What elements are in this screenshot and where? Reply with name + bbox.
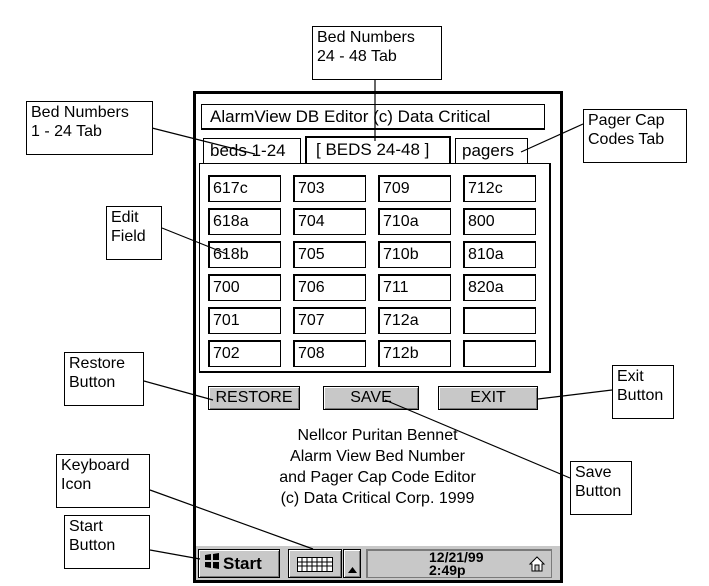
callout-edit-field: Edit Field	[106, 206, 162, 260]
callout-exit-button: Exit Button	[612, 365, 674, 419]
taskbar: Start 12/21/99 2:49p	[196, 544, 560, 580]
up-arrow-icon	[348, 560, 357, 578]
bed-number-field[interactable]: 704	[293, 208, 366, 235]
restore-button[interactable]: RESTORE	[208, 386, 300, 410]
windows-logo-icon	[203, 551, 221, 578]
clock-time: 2:49p	[429, 562, 466, 578]
bed-number-field[interactable]: 708	[293, 340, 366, 367]
bed-number-field[interactable]: 800	[463, 208, 536, 235]
clock-area: 12/21/99 2:49p	[366, 549, 552, 578]
callout-save-button: Save Button	[570, 461, 632, 515]
about-text: Nellcor Puritan Bennet Alarm View Bed Nu…	[200, 425, 555, 509]
bed-number-field[interactable]: 618b	[208, 241, 281, 268]
desktop-icon[interactable]	[527, 554, 547, 579]
save-button[interactable]: SAVE	[323, 386, 419, 410]
start-label: Start	[223, 554, 262, 573]
bed-number-grid: 617c 703 709 712c 618a 704 710a 800 618b 705 710b 8…	[199, 163, 551, 373]
bed-number-field[interactable]: 617c	[208, 175, 281, 202]
bed-number-field[interactable]: 709	[378, 175, 451, 202]
bed-number-field[interactable]: 618a	[208, 208, 281, 235]
bed-number-field[interactable]: 810a	[463, 241, 536, 268]
callout-bed-1-24-tab: Bed Numbers 1 - 24 Tab	[26, 101, 153, 155]
info-line: (c) Data Critical Corp. 1999	[280, 490, 475, 507]
bed-number-field[interactable]: 712c	[463, 175, 536, 202]
app-title: AlarmView DB Editor (c) Data Critical	[201, 104, 545, 130]
info-line: Nellcor Puritan Bennet	[297, 427, 458, 444]
bed-number-field[interactable]	[463, 307, 536, 334]
bed-number-field[interactable]: 710b	[378, 241, 451, 268]
start-button[interactable]: Start	[198, 549, 280, 578]
callout-restore-button: Restore Button	[64, 352, 144, 406]
tab-beds-24-48[interactable]: [ BEDS 24-48 ]	[305, 136, 451, 164]
bed-number-field[interactable]	[463, 340, 536, 367]
bed-number-field[interactable]: 707	[293, 307, 366, 334]
bed-number-field[interactable]: 712a	[378, 307, 451, 334]
keyboard-button[interactable]	[288, 549, 342, 578]
callout-bed-24-48-tab: Bed Numbers 24 - 48 Tab	[312, 26, 442, 80]
clock-date: 12/21/99	[429, 549, 484, 565]
bed-number-field[interactable]: 701	[208, 307, 281, 334]
info-line: Alarm View Bed Number	[290, 448, 465, 465]
tab-pagers[interactable]: pagers	[455, 138, 528, 164]
tab-beds-1-24[interactable]: beds 1-24	[203, 138, 301, 164]
info-line: and Pager Cap Code Editor	[279, 469, 476, 486]
bed-number-field[interactable]: 706	[293, 274, 366, 301]
callout-pager-tab: Pager Cap Codes Tab	[583, 109, 687, 163]
bed-number-field[interactable]: 705	[293, 241, 366, 268]
bed-number-field[interactable]: 702	[208, 340, 281, 367]
bed-number-field[interactable]: 711	[378, 274, 451, 301]
keyboard-icon	[297, 555, 333, 578]
bed-number-field[interactable]: 703	[293, 175, 366, 202]
bed-number-field[interactable]: 820a	[463, 274, 536, 301]
bed-number-field[interactable]: 712b	[378, 340, 451, 367]
callout-keyboard-icon: Keyboard Icon	[56, 454, 150, 508]
input-menu-arrow-button[interactable]	[343, 549, 361, 578]
bed-number-field[interactable]: 700	[208, 274, 281, 301]
bed-number-field[interactable]: 710a	[378, 208, 451, 235]
exit-button[interactable]: EXIT	[438, 386, 538, 410]
callout-start-button: Start Button	[64, 515, 150, 569]
